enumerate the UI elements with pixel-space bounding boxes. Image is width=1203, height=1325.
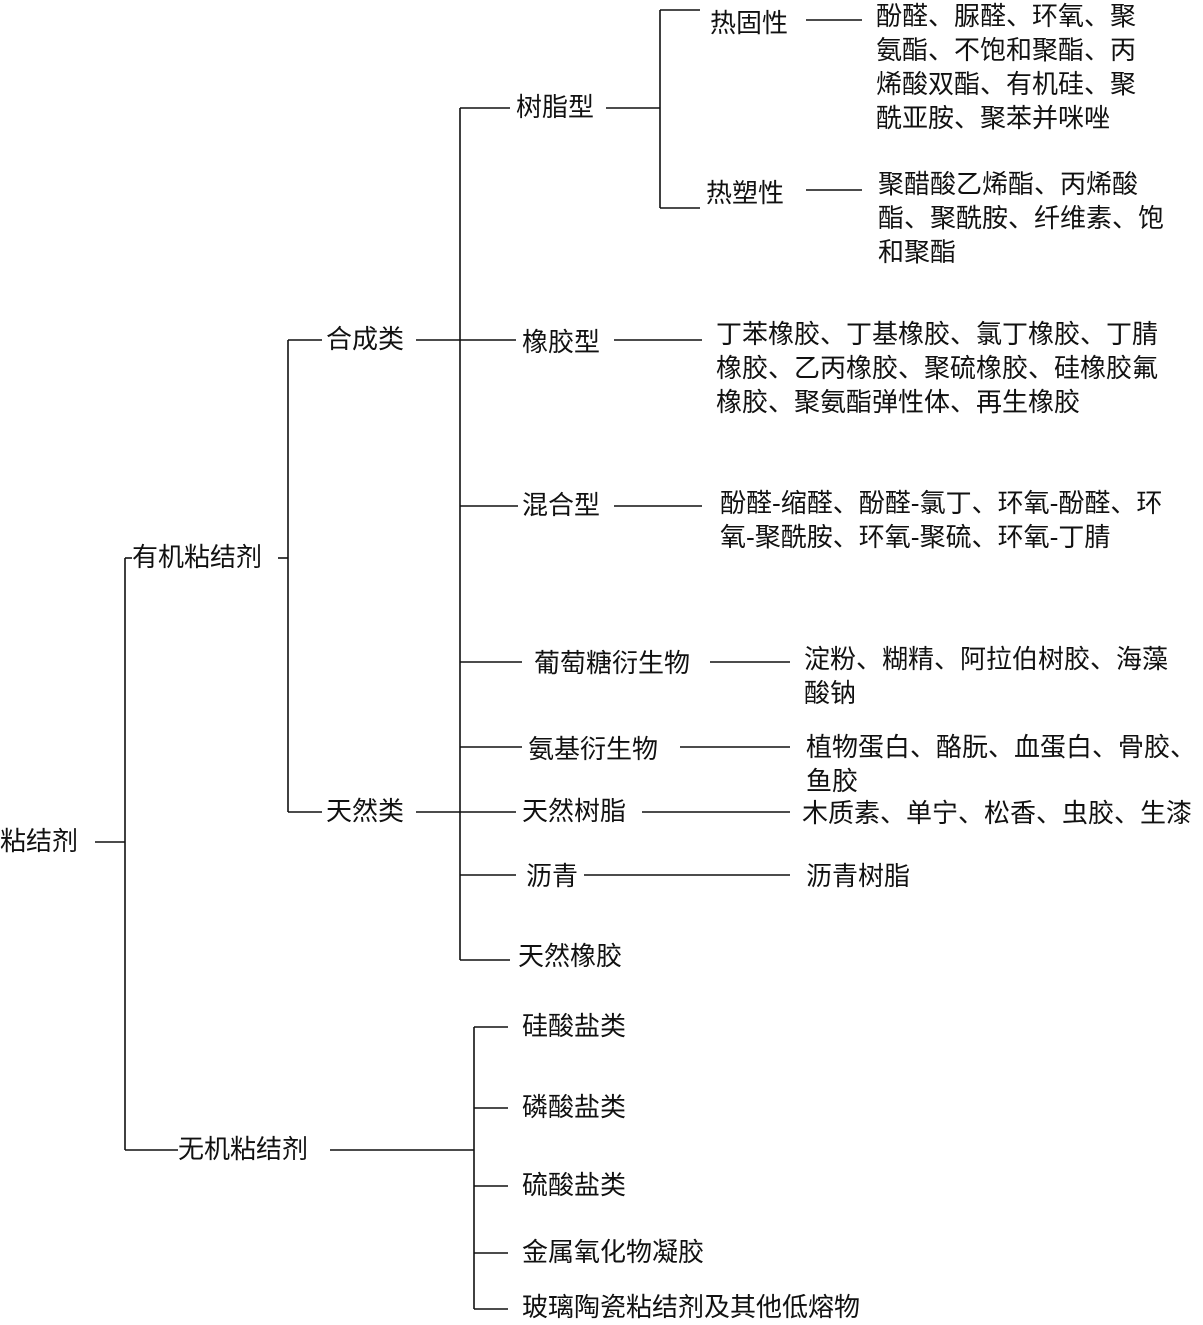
organic-label: 有机粘结剂: [132, 543, 263, 573]
glucose-desc: 淀粉、糊精、阿拉伯树胶、海藻酸钠: [804, 645, 1169, 709]
inorganic-label: 无机粘结剂: [178, 1135, 309, 1165]
inorganic-item-sulfate: 硫酸盐类: [522, 1171, 627, 1201]
natural-label: 天然类: [326, 797, 405, 827]
resin-label: 树脂型: [516, 93, 595, 123]
mixed-desc: 酚醛-缩醛、酚醛-氯丁、环氧-酚醛、环氧-聚酰胺、环氧-聚硫、环氧-丁腈: [720, 489, 1163, 553]
natural-resin-label: 天然树脂: [522, 797, 627, 827]
asphalt-desc: 沥青树脂: [806, 862, 911, 892]
inorganic-item-oxide-gel: 金属氧化物凝胶: [522, 1238, 705, 1268]
synthetic-label: 合成类: [326, 325, 405, 355]
mixed-label: 混合型: [522, 491, 601, 521]
natural-resin-desc: 木质素、单宁、松香、虫胶、生漆: [802, 799, 1193, 829]
asphalt-label: 沥青: [526, 862, 579, 892]
thermoplastic-desc: 聚醋酸乙烯酯、丙烯酸酯、聚酰胺、纤维素、饱和聚酯: [878, 170, 1165, 268]
thermoplastic-label: 热塑性: [706, 179, 785, 209]
thermoset-desc: 酚醛、脲醛、环氧、聚氨酯、不饱和聚酯、丙烯酸双酯、有机硅、聚酰亚胺、聚苯并咪唑: [876, 2, 1137, 134]
thermoset-label: 热固性: [710, 9, 789, 39]
inorganic-item-glass-ceramic: 玻璃陶瓷粘结剂及其他低熔物: [522, 1293, 861, 1323]
amino-desc: 植物蛋白、酪朊、血蛋白、骨胶、鱼胶: [806, 733, 1197, 797]
inorganic-item-phosphate: 磷酸盐类: [522, 1093, 627, 1123]
glucose-label: 葡萄糖衍生物: [534, 649, 691, 679]
root-label: 粘结剂: [0, 827, 79, 857]
amino-label: 氨基衍生物: [528, 735, 659, 765]
natural-rubber-label: 天然橡胶: [518, 942, 623, 972]
rubber-label: 橡胶型: [522, 328, 601, 358]
rubber-desc: 丁苯橡胶、丁基橡胶、氯丁橡胶、丁腈橡胶、乙丙橡胶、聚硫橡胶、硅橡胶氟橡胶、聚氨酯…: [716, 320, 1159, 418]
inorganic-item-silicate: 硅酸盐类: [522, 1012, 627, 1042]
